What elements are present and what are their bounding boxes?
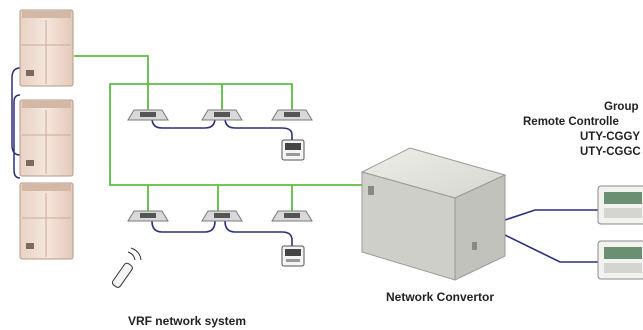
group-label-line2: Remote Controlle	[523, 116, 619, 128]
wired-remote-icon	[281, 139, 305, 161]
wireless-remote-icon	[111, 247, 142, 288]
wiring	[11, 55, 600, 263]
outdoor-unit-icon	[19, 99, 74, 177]
cassette-indoor-unit-icon	[271, 109, 313, 121]
navy-line-to-group-remote-2	[504, 234, 600, 263]
cassette-indoor-unit-icon	[201, 109, 243, 121]
green-line-upper-row	[147, 83, 293, 110]
group-label-line3: UTY-CGGY	[580, 131, 641, 143]
group-label-line4: UTY-CGGC	[580, 146, 641, 158]
network-convertor-label: Network Convertor	[385, 290, 495, 304]
wired-remote-icon	[281, 245, 305, 267]
cassette-indoor-unit-icon	[127, 210, 169, 222]
navy-line-lower-row	[151, 220, 293, 246]
network-convertor-icon	[360, 147, 507, 281]
vrf-network-system-label: VRF network system	[127, 314, 247, 328]
navy-line-to-group-remote-1	[504, 209, 600, 221]
cassette-indoor-unit-icon	[271, 210, 313, 222]
group-label-line1: Group	[604, 101, 639, 113]
navy-line-outdoor-chain	[11, 67, 21, 179]
outdoor-unit-icon	[19, 182, 74, 260]
group-remote-controller-icon	[597, 185, 643, 225]
green-line-lower-row	[147, 185, 293, 211]
navy-line-upper-row	[151, 117, 293, 140]
green-line-outdoor	[74, 55, 365, 186]
cassette-indoor-unit-icon	[201, 210, 243, 222]
group-remote-controller-icon	[597, 240, 643, 280]
outdoor-unit-icon	[19, 9, 74, 87]
cassette-indoor-unit-icon	[127, 109, 169, 121]
